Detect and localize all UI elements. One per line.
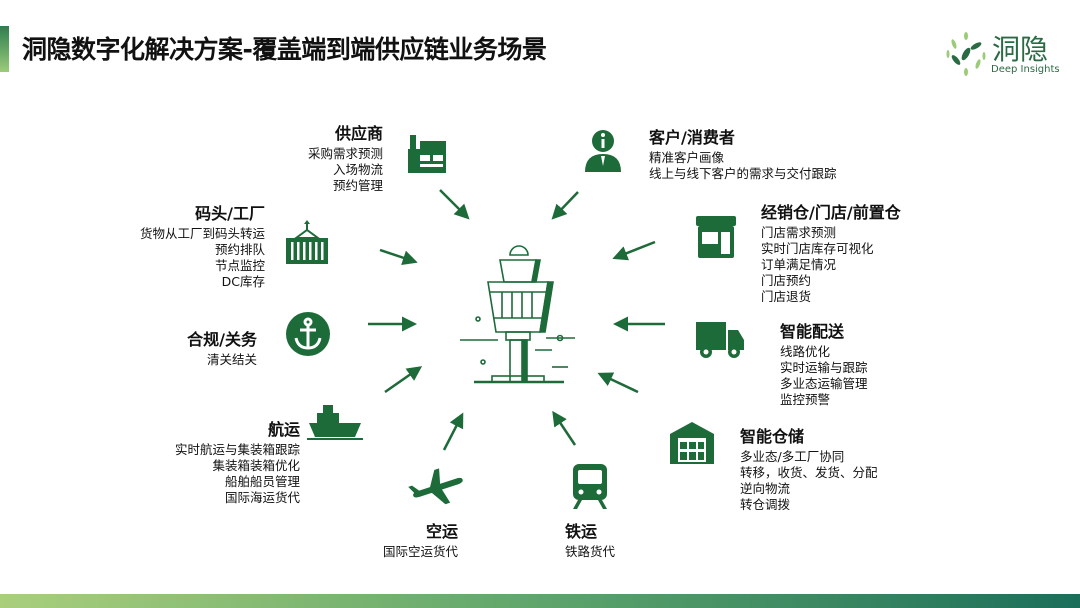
- anchor-icon: [286, 312, 330, 356]
- node-title: 码头/工厂: [195, 204, 265, 223]
- ship-icon: [307, 405, 363, 440]
- node-line: 船舶船员管理: [224, 474, 300, 489]
- node-line: 预约管理: [332, 178, 383, 193]
- node-line: 清关结关: [206, 352, 257, 367]
- node-title: 供应商: [334, 124, 383, 143]
- node-line: DC库存: [221, 274, 265, 289]
- node-title: 智能配送: [780, 322, 845, 341]
- logo-mark-icon: [946, 32, 986, 76]
- node-line: 预约排队: [214, 242, 265, 257]
- truck-icon: [696, 322, 744, 358]
- factory-icon: [408, 135, 446, 173]
- warehouse-icon: [670, 422, 714, 464]
- node-line: 门店退货: [761, 289, 812, 304]
- node-line: 国际海运货代: [224, 490, 300, 505]
- node-line: 实时运输与跟踪: [780, 360, 868, 375]
- arrow-store: [612, 240, 656, 261]
- node-line: 线上与线下客户的需求与交付跟踪: [649, 166, 837, 181]
- control-tower-icon: [460, 245, 575, 384]
- node-line: 国际空运货代: [382, 544, 458, 559]
- node-customer: 客户/消费者 精准客户画像 线上与线下客户的需求与交付跟踪: [649, 128, 837, 182]
- node-delivery: 智能配送 线路优化 实时运输与跟踪 多业态运输管理 监控预警: [780, 322, 868, 408]
- arrow-rail: [552, 410, 577, 446]
- node-title: 智能仓储: [740, 427, 805, 446]
- node-line: 实时门店库存可视化: [761, 241, 874, 256]
- node-warehouse: 智能仓储 多业态/多工厂协同 转移，收货、发货、分配 逆向物流 转仓调拨: [740, 427, 878, 513]
- logo: 洞隐 Deep Insights: [944, 30, 1064, 80]
- airplane-icon: [408, 468, 463, 505]
- footer-gradient-bar: [0, 594, 1080, 608]
- store-icon: [696, 216, 736, 258]
- node-line: 逆向物流: [740, 481, 791, 496]
- node-title: 铁运: [565, 522, 598, 541]
- train-icon: [573, 464, 607, 509]
- node-line: 监控预警: [780, 392, 831, 407]
- node-line: 实时航运与集装箱跟踪: [174, 442, 300, 457]
- node-line: 线路优化: [780, 344, 831, 359]
- arrow-air: [442, 412, 464, 451]
- node-line: 采购需求预测: [307, 146, 383, 161]
- node-title: 空运: [425, 522, 458, 541]
- node-air: 空运 国际空运货代: [383, 522, 458, 560]
- arrow-warehouse: [597, 372, 639, 394]
- node-line: 订单满足情况: [761, 257, 837, 272]
- node-title: 航运: [267, 420, 300, 439]
- node-rail: 铁运 铁路货代: [565, 522, 615, 560]
- arrow-supplier: [439, 189, 470, 220]
- node-line: 门店需求预测: [761, 225, 837, 240]
- node-line: 节点监控: [214, 258, 265, 273]
- node-title: 经销仓/门店/前置仓: [761, 203, 901, 222]
- node-line: 货物从工厂到码头转运: [139, 226, 265, 241]
- arrow-customer: [551, 191, 579, 220]
- title-accent-bar: [0, 26, 9, 72]
- node-line: 转仓调拨: [740, 497, 791, 512]
- node-line: 多业态/多工厂协同: [740, 449, 845, 464]
- container-crane-icon: [286, 220, 328, 264]
- node-line: 转移，收货、发货、分配: [740, 465, 878, 480]
- node-port: 码头/工厂 货物从工厂到码头转运 预约排队 节点监控 DC库存: [140, 204, 265, 290]
- arrow-port: [379, 248, 418, 265]
- node-line: 入场物流: [332, 162, 383, 177]
- arrow-shipping: [384, 366, 423, 394]
- node-shipping: 航运 实时航运与集装箱跟踪 集装箱装箱优化 船舶船员管理 国际海运货代: [175, 420, 300, 506]
- node-title: 客户/消费者: [649, 128, 735, 147]
- page-title: 洞隐数字化解决方案-覆盖端到端供应链业务场景: [22, 35, 547, 64]
- node-line: 门店预约: [761, 273, 812, 288]
- node-customs: 合规/关务 清关结关: [187, 330, 257, 368]
- logo-subtext: Deep Insights: [991, 64, 1060, 75]
- node-store: 经销仓/门店/前置仓 门店需求预测 实时门店库存可视化 订单满足情况 门店预约 …: [761, 203, 901, 305]
- node-line: 精准客户画像: [649, 150, 725, 165]
- logo-text: 洞隐: [992, 33, 1049, 66]
- node-title: 合规/关务: [187, 330, 257, 349]
- person-info-icon: [585, 130, 621, 172]
- node-line: 铁路货代: [565, 544, 616, 559]
- node-supplier: 供应商 采购需求预测 入场物流 预约管理: [308, 124, 383, 194]
- node-line: 集装箱装箱优化: [212, 458, 300, 473]
- node-line: 多业态运输管理: [780, 376, 868, 391]
